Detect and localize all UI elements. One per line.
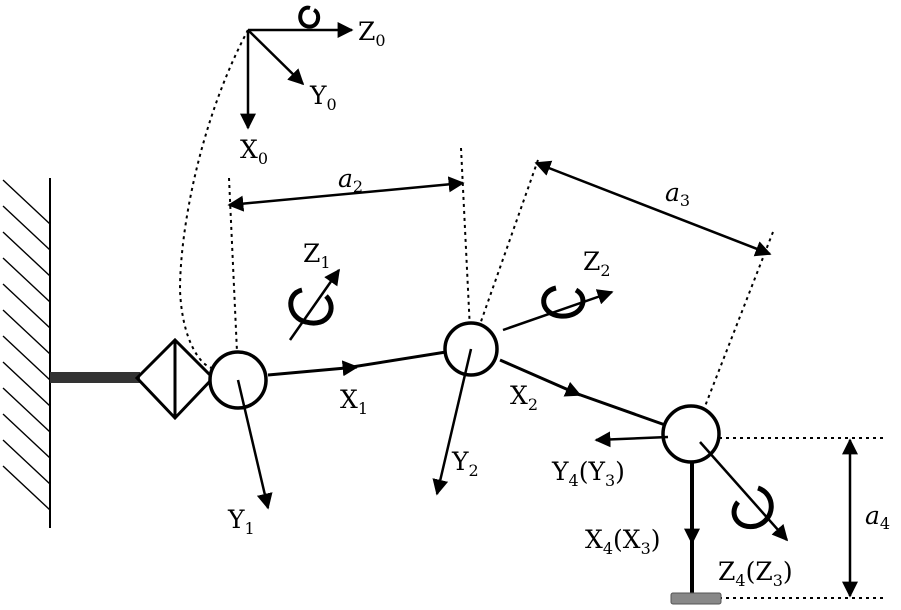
links (267, 350, 694, 598)
label-a2: a2 (338, 164, 363, 196)
label-x2: X2 (510, 381, 538, 414)
label-x0: X0 (240, 135, 268, 168)
rotation-icon-4 (731, 485, 774, 530)
construction-lines (178, 29, 885, 599)
label-a4: a4 (865, 501, 890, 533)
joints (208, 321, 721, 464)
label-y2: Y2 (451, 447, 479, 480)
label-x4-x3: X4(X3) (585, 525, 661, 558)
rotation-icon-1 (288, 287, 334, 326)
frame-0-axes (240, 22, 354, 130)
dim-a2-arrow (227, 176, 465, 212)
label-z2: Z2 (583, 247, 611, 280)
dimension-arrows (227, 160, 858, 598)
dim-a3-arrow (534, 160, 772, 257)
label-z1: Z1 (303, 239, 331, 272)
rotation-icon-2 (541, 285, 586, 319)
tool-tip (670, 592, 722, 605)
frame-4-axes (594, 431, 789, 545)
frame-1-axes (236, 268, 341, 510)
rotation-icon-0 (298, 5, 321, 29)
frame-2-axes (432, 289, 614, 496)
label-z0: Z0 (358, 17, 386, 50)
diamond-base-joint (134, 337, 216, 421)
label-y4-y3: Y4(Y3) (551, 457, 625, 490)
label-x1: X1 (340, 385, 368, 418)
label-y1: Y1 (227, 505, 255, 538)
wall-hatching (2, 178, 51, 528)
label-z4-z3: Z4(Z3) (718, 557, 793, 590)
base-bar (50, 372, 140, 383)
label-a3: a3 (665, 178, 690, 210)
label-y0: Y0 (309, 81, 337, 114)
